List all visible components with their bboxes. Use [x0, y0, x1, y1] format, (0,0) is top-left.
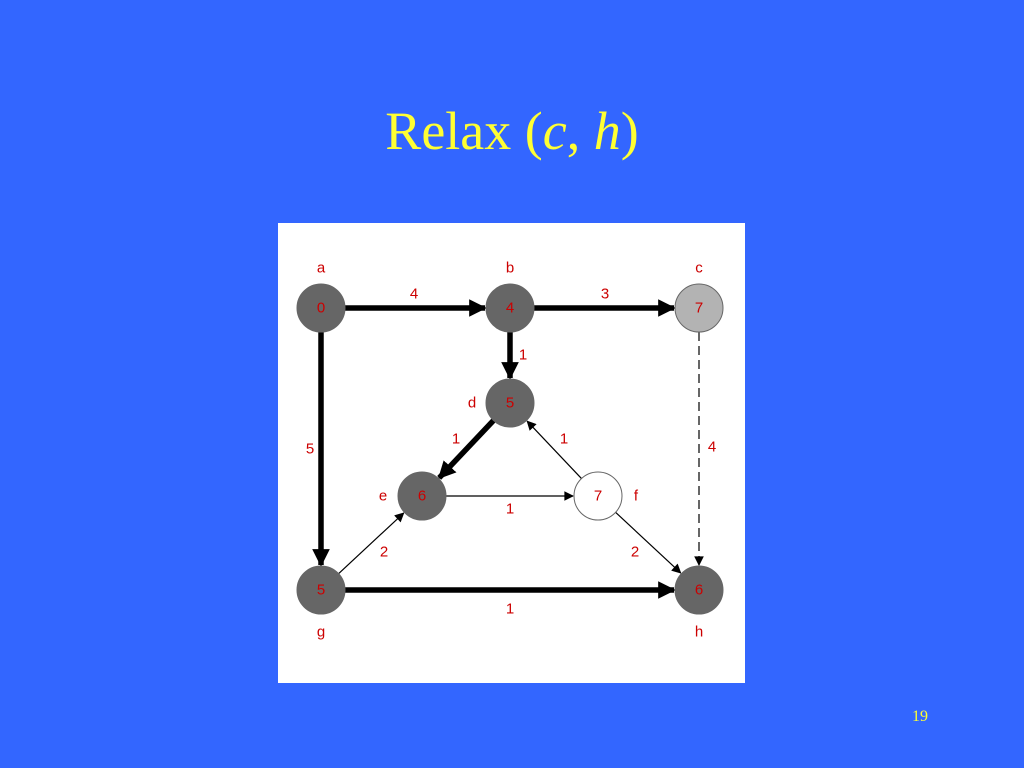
title-suffix: ): [620, 101, 639, 161]
node-g: [296, 565, 346, 615]
node-distance-b: 4: [506, 300, 514, 317]
edge-f-d: [526, 420, 582, 479]
edge-weight-g-e: 2: [380, 544, 388, 561]
node-distance-h: 6: [695, 582, 703, 599]
title-prefix: Relax (: [385, 101, 543, 161]
node-distance-g: 5: [317, 582, 325, 599]
node-distance-d: 5: [506, 395, 514, 412]
node-name-d: d: [468, 395, 476, 412]
node-name-e: e: [379, 488, 387, 505]
page-number: 19: [912, 708, 928, 725]
edge-weight-g-h: 1: [506, 601, 514, 618]
graph-panel: 4 3 5 1 1 1 1 2 2 1 4 0 a 4 b 7 c 5 d 6 e 7 f 5 g 6 h: [278, 223, 745, 683]
node-name-b: b: [506, 260, 514, 277]
title-separator: ,: [566, 101, 594, 161]
edge-d-e: [437, 418, 496, 480]
edge-weight-d-e: 1: [452, 431, 460, 448]
edge-f-h: [615, 511, 682, 574]
title-variable-c: c: [542, 101, 567, 161]
node-a: [296, 283, 346, 333]
graph-diagram: 4 3 5 1 1 1 1 2 2 1 4 0 a 4 b 7 c 5 d 6 e 7 f 5 g 6 h: [296, 260, 724, 641]
edge-weight-a-g: 5: [306, 441, 314, 458]
node-d: [485, 378, 535, 428]
node-name-a: a: [317, 260, 326, 277]
node-name-f: f: [634, 488, 639, 505]
edge-weight-b-c: 3: [601, 286, 609, 303]
node-distance-a: 0: [317, 300, 325, 317]
slide-title: Relax (c, h): [0, 100, 1024, 162]
node-f: [573, 471, 623, 521]
node-e: [397, 471, 447, 521]
nodes-layer: [296, 283, 724, 615]
edge-weight-b-d: 1: [519, 347, 527, 364]
node-name-h: h: [695, 624, 703, 641]
node-b: [485, 283, 535, 333]
node-distance-e: 6: [418, 488, 426, 505]
node-name-g: g: [317, 624, 325, 641]
node-h: [674, 565, 724, 615]
edge-g-e: [338, 512, 405, 575]
edge-weight-a-b: 4: [410, 286, 418, 303]
edge-weight-f-d: 1: [560, 431, 568, 448]
edges-layer: [312, 299, 704, 599]
labels-layer: 4 3 5 1 1 1 1 2 2 1 4 0 a 4 b 7 c 5 d 6 e 7 f 5 g 6 h: [306, 260, 716, 641]
node-c: [674, 283, 724, 333]
node-distance-c: 7: [695, 300, 703, 317]
node-distance-f: 7: [594, 488, 602, 505]
edge-weight-c-h: 4: [708, 439, 716, 456]
edge-weight-f-h: 2: [631, 544, 639, 561]
node-name-c: c: [695, 260, 703, 277]
title-variable-h: h: [593, 101, 621, 161]
edge-weight-e-f: 1: [506, 501, 514, 518]
